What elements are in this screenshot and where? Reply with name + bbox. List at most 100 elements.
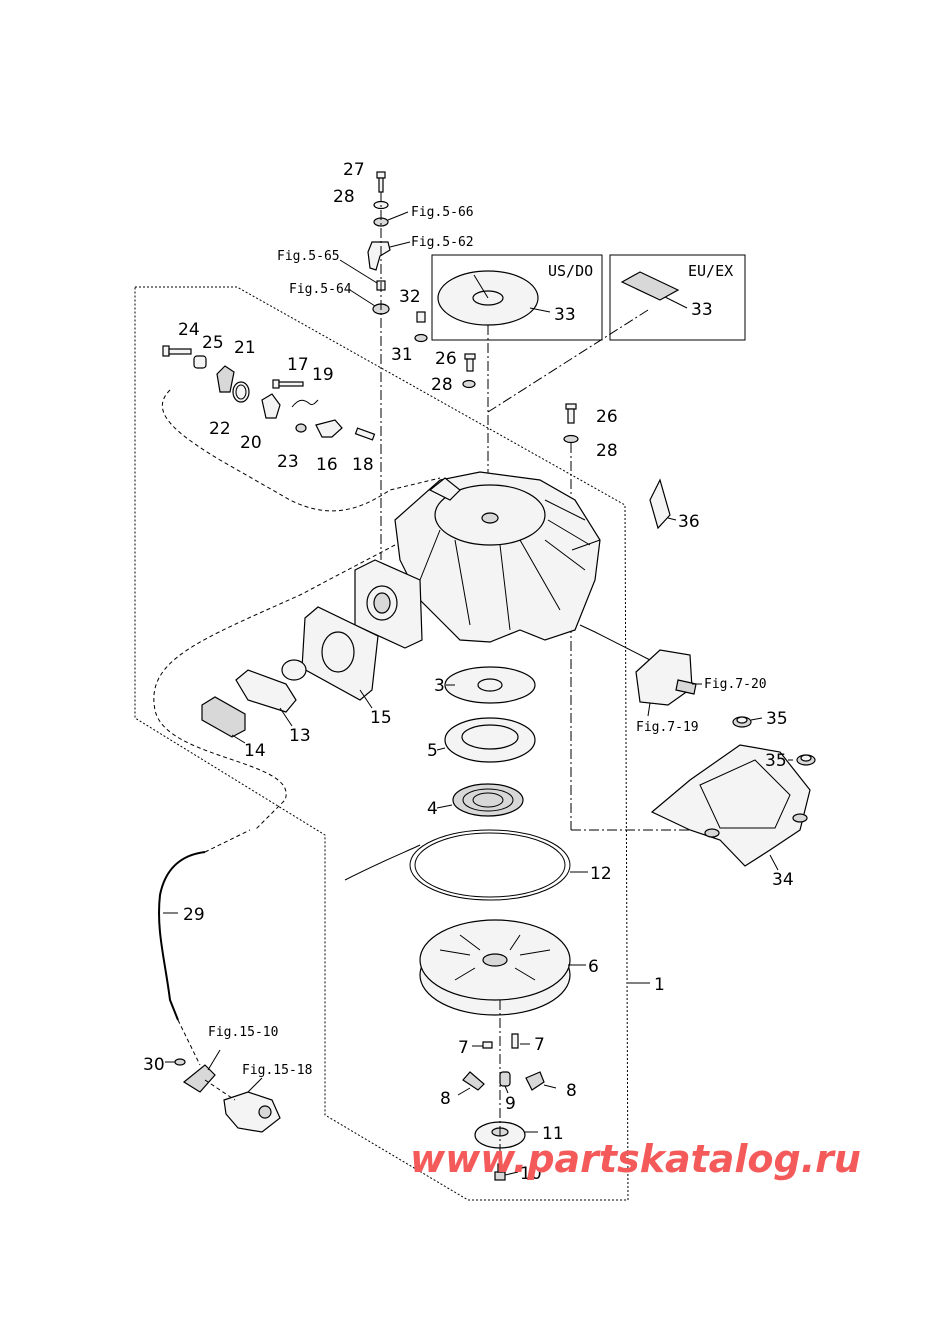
washer-23 <box>295 423 307 433</box>
leader-f566 <box>387 211 409 221</box>
bolt-24 <box>162 345 192 357</box>
ratchet-8-left <box>462 1071 485 1091</box>
leader-9 <box>504 1085 509 1094</box>
callout-30: 30 <box>143 1055 165 1075</box>
washer-30 <box>174 1058 186 1066</box>
callout-21: 21 <box>234 338 256 358</box>
figref-7-20: Fig.7-20 <box>704 677 767 692</box>
leader-35a <box>750 717 763 721</box>
cable-29 <box>158 851 206 1021</box>
figref-7-19: Fig.7-19 <box>636 720 699 735</box>
leader-f562 <box>389 241 411 248</box>
handle-guide <box>153 544 396 831</box>
callout-18: 18 <box>352 455 374 475</box>
cover-fig719 <box>635 649 697 706</box>
spring-19 <box>291 399 319 408</box>
plate-33-eu <box>620 271 680 301</box>
figref-5-64: Fig.5-64 <box>289 282 352 297</box>
plate-3 <box>444 666 536 704</box>
leader-13 <box>279 707 293 727</box>
callout-6: 6 <box>588 957 599 977</box>
callout-19: 19 <box>312 365 334 385</box>
callout-12: 12 <box>590 864 612 884</box>
callout-9: 9 <box>505 1094 516 1114</box>
ratchet-8-right <box>525 1071 545 1091</box>
callout-4: 4 <box>427 799 438 819</box>
callout-20: 20 <box>240 433 262 453</box>
cover-34 <box>650 744 811 867</box>
callout-28-top: 28 <box>333 187 355 207</box>
callout-7-right: 7 <box>534 1035 545 1055</box>
callout-28-a: 28 <box>431 375 453 395</box>
eu-ex-box <box>609 254 746 341</box>
rope-12 <box>344 829 571 901</box>
callout-5: 5 <box>427 741 438 761</box>
washer-28-a <box>462 379 476 389</box>
leader-4 <box>436 804 453 809</box>
leader-15 <box>359 689 373 709</box>
sleeve-25 <box>193 355 207 369</box>
guide-plate-15 <box>301 606 379 701</box>
callout-25: 25 <box>202 333 224 353</box>
leader-33b <box>664 296 688 309</box>
us-do-box <box>431 254 603 341</box>
leader-36 <box>667 517 677 521</box>
spring-9 <box>499 1071 511 1087</box>
callout-26-a: 26 <box>435 349 457 369</box>
insert-14 <box>201 696 246 738</box>
grommet-35-b <box>796 754 816 766</box>
leader-f1510 <box>207 1049 221 1071</box>
leader-14 <box>231 734 246 744</box>
callout-16: 16 <box>316 455 338 475</box>
lever-20 <box>261 393 281 419</box>
link-eu-plate <box>487 309 649 413</box>
callout-23: 23 <box>277 452 299 472</box>
arrow-36 <box>571 539 601 551</box>
watermark: www.partskatalog.ru <box>410 1137 861 1181</box>
bracket-fig562 <box>367 241 391 271</box>
disc-33-us <box>437 270 539 326</box>
bracket-fig1510 <box>182 1064 216 1093</box>
callout-34: 34 <box>772 870 794 890</box>
callout-36: 36 <box>678 512 700 532</box>
pin-32 <box>416 311 426 323</box>
region-label-us-do: US/DO <box>548 262 593 280</box>
leader-8b <box>543 1084 557 1089</box>
reel-6 <box>419 919 571 1016</box>
decal-36 <box>649 478 671 530</box>
leader-8a <box>457 1087 471 1096</box>
callout-17: 17 <box>287 355 309 375</box>
spring-4 <box>452 783 524 817</box>
callout-14: 14 <box>244 741 266 761</box>
callout-33-eu: 33 <box>691 300 713 320</box>
leader-f719 <box>647 702 651 717</box>
leader-33a <box>529 307 551 313</box>
figref-5-65: Fig.5-65 <box>277 249 340 264</box>
callout-10: 10 <box>520 1164 542 1184</box>
cluster-guide <box>161 389 441 512</box>
pin-18 <box>354 427 376 441</box>
callout-1: 1 <box>654 975 665 995</box>
link-16 <box>315 419 343 438</box>
starter-housing <box>394 471 601 643</box>
callout-13: 13 <box>289 726 311 746</box>
callout-8-left: 8 <box>440 1089 451 1109</box>
leader-f565 <box>339 259 378 284</box>
callout-24: 24 <box>178 320 200 340</box>
spring-22-inner <box>235 384 247 400</box>
callout-11: 11 <box>542 1124 564 1144</box>
washer-31 <box>414 333 428 343</box>
figref-15-18: Fig.15-18 <box>242 1063 312 1078</box>
callout-33-us: 33 <box>554 305 576 325</box>
leader-34 <box>769 854 779 871</box>
bracket-21 <box>216 365 235 393</box>
leader-f564 <box>349 289 376 307</box>
callout-31: 31 <box>391 345 413 365</box>
leader-5 <box>436 747 446 751</box>
figref-5-66: Fig.5-66 <box>411 205 474 220</box>
switch-fig1518 <box>223 1091 281 1133</box>
callout-28-b: 28 <box>596 441 618 461</box>
pin-7-right <box>511 1033 519 1049</box>
callout-3: 3 <box>434 676 445 696</box>
